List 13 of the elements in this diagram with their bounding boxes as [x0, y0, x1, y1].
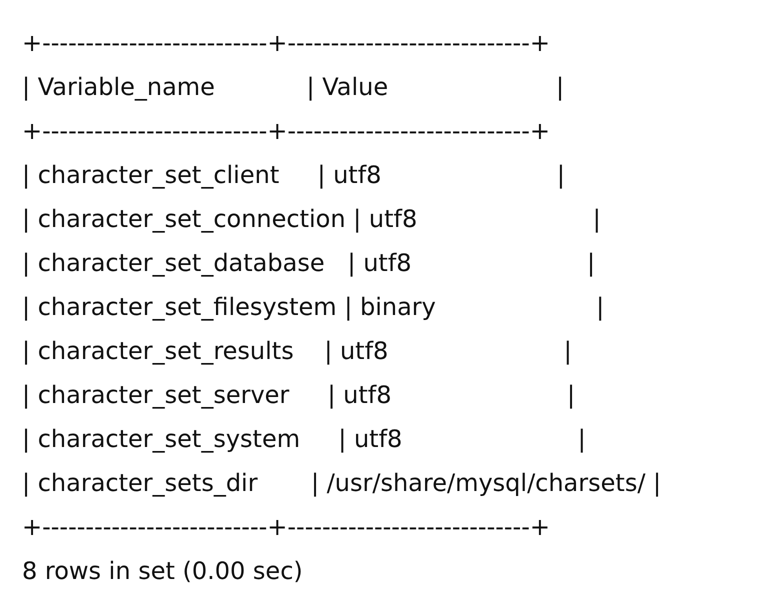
table-row: | character_set_results | utf8 |	[22, 337, 572, 366]
table-row: | character_set_connection | utf8 |	[22, 205, 601, 234]
table-row: | character_set_client | utf8 |	[22, 161, 565, 190]
table-row: | character_set_server | utf8 |	[22, 381, 576, 410]
row-count-note: 8 rows in set (0.00 sec)	[22, 557, 303, 586]
table-header-row: | Variable_name | Value |	[22, 73, 564, 102]
table-border-line: +--------------------------+----------------------------+	[22, 117, 550, 146]
table-border-line: +--------------------------+----------------------------+	[22, 513, 550, 542]
table-row: | character_set_database | utf8 |	[22, 249, 596, 278]
table-row: | character_set_system | utf8 |	[22, 425, 586, 454]
table-row: | character_sets_dir | /usr/share/mysql/charsets/ |	[22, 469, 662, 498]
table-border-line: +--------------------------+----------------------------+	[22, 29, 550, 58]
table-row: | character_set_filesystem | binary |	[22, 293, 604, 322]
